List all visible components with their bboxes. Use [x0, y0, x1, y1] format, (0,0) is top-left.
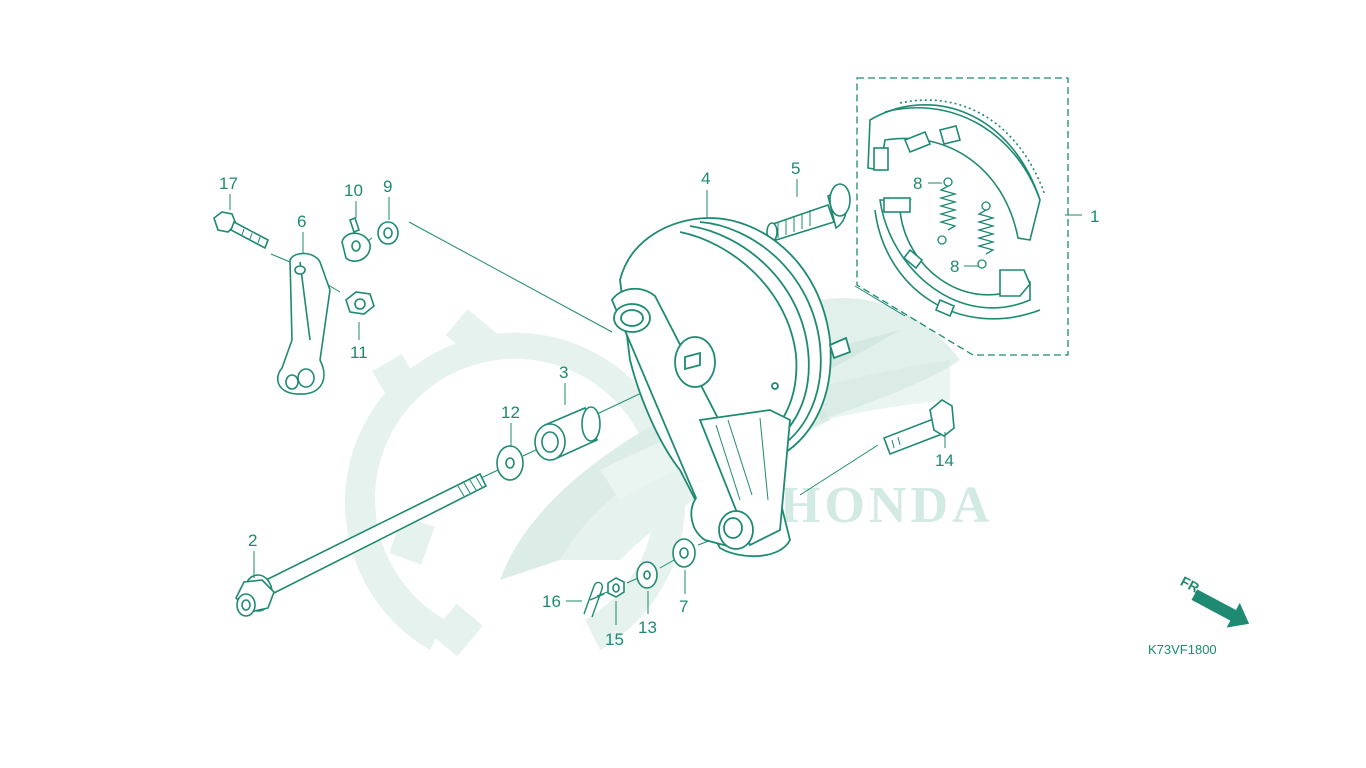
collar[interactable] [534, 406, 601, 461]
callout-ticks [229, 179, 978, 625]
callout-4: 4 [701, 169, 710, 188]
shoe-set-box [856, 77, 1069, 356]
diagram-code: K73VF1800 [1148, 642, 1217, 657]
spring-upper[interactable] [937, 177, 958, 245]
brake-arm[interactable] [276, 252, 331, 395]
spring-lower[interactable] [976, 201, 996, 269]
brake-shoe-upper[interactable] [867, 99, 1046, 241]
callout-5: 5 [791, 159, 800, 178]
callout-8a: 8 [913, 174, 922, 193]
nut-15[interactable] [607, 577, 625, 598]
brake-shoe-lower[interactable] [874, 197, 1041, 320]
seal-9[interactable] [377, 221, 399, 245]
callout-13: 13 [638, 618, 657, 637]
bolt-17[interactable] [213, 211, 269, 250]
callout-3: 3 [559, 363, 568, 382]
cotter-pin-16[interactable] [583, 581, 605, 618]
washer-7[interactable] [672, 538, 696, 568]
arrow-right-icon [1191, 589, 1250, 628]
callout-labels: 1 2 3 4 5 6 7 8 8 9 10 11 12 13 14 15 16… [219, 159, 1099, 649]
callout-16: 16 [542, 592, 561, 611]
washer-13[interactable] [636, 561, 658, 589]
callout-14: 14 [935, 451, 954, 470]
callout-11: 11 [350, 343, 368, 362]
gear-watermark-icon [345, 309, 685, 657]
brake-panel[interactable] [610, 217, 852, 558]
rear-axle[interactable] [235, 472, 488, 617]
callout-10: 10 [344, 181, 363, 200]
brake-cam[interactable] [766, 183, 851, 242]
callout-8b: 8 [950, 257, 959, 276]
callout-15: 15 [605, 630, 624, 649]
callout-7: 7 [679, 597, 688, 616]
front-direction-arrow: FR. [1178, 573, 1250, 628]
callout-1: 1 [1090, 207, 1099, 226]
nut-11[interactable] [345, 291, 375, 315]
watermark-text: HONDA [780, 477, 994, 534]
washer-12[interactable] [496, 445, 524, 481]
callout-9: 9 [383, 177, 392, 196]
bolt-14[interactable] [882, 399, 955, 456]
callout-12: 12 [501, 403, 520, 422]
wear-indicator-10[interactable] [341, 216, 371, 262]
callout-2: 2 [248, 531, 257, 550]
callout-6: 6 [297, 212, 306, 231]
callout-17: 17 [219, 174, 238, 193]
